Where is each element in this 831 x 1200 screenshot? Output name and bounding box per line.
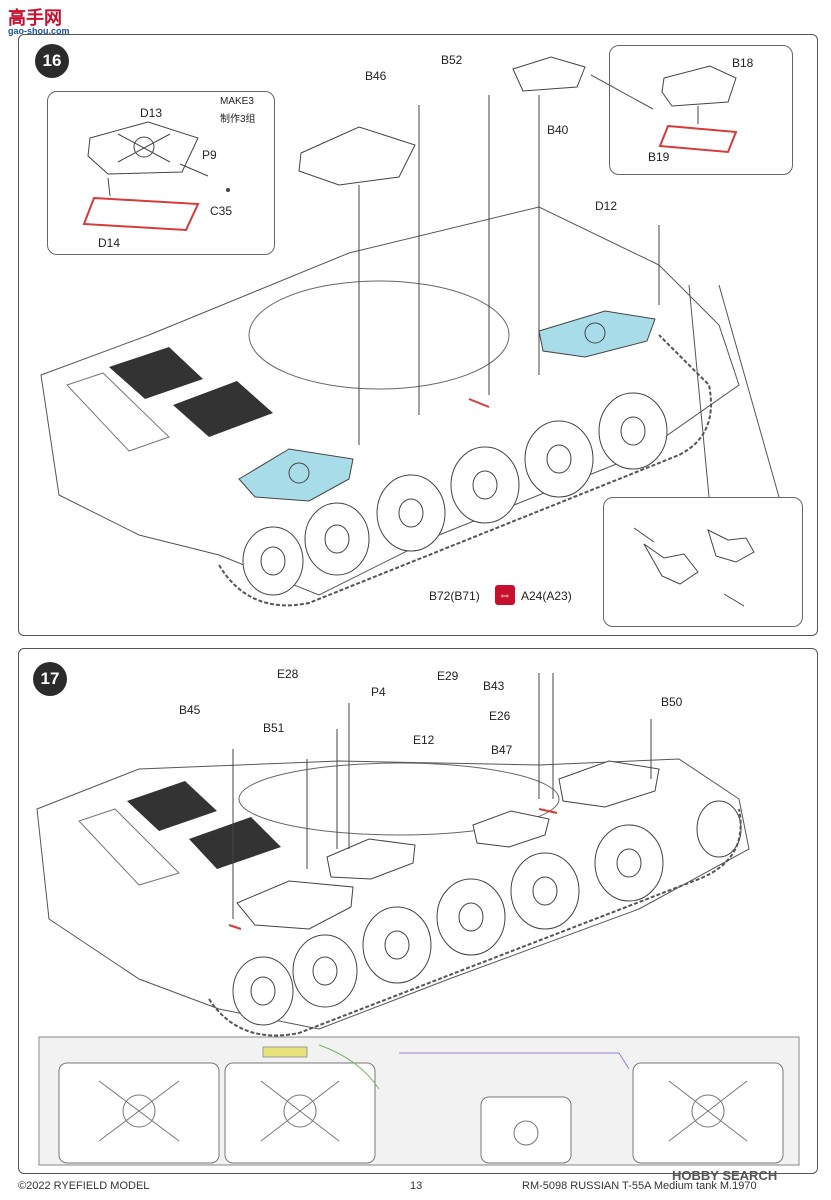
footer-page-number: 13	[410, 1180, 423, 1192]
label-b43: B43	[483, 679, 505, 693]
label-a24: A24(A23)	[521, 589, 572, 603]
label-b40: B40	[547, 123, 569, 137]
label-c35: C35	[210, 204, 233, 218]
bracket-drawing	[633, 527, 755, 607]
tank-hull-drawing-17	[36, 673, 800, 1166]
inset-rear-tank-detail: B18 B19	[609, 45, 793, 175]
watermark-url: gao-shou.com	[8, 26, 70, 36]
label-p4: P4	[371, 685, 386, 699]
tank-hull-drawing-16	[40, 56, 780, 607]
swap-icon: ⇔	[495, 585, 515, 605]
make-note-cn: 制作3组	[220, 114, 256, 125]
label-b46: B46	[365, 69, 387, 83]
label-b47: B47	[491, 743, 513, 757]
label-d13: D13	[140, 106, 163, 120]
label-e28: E28	[277, 667, 299, 681]
watermark-logo: 高手网	[8, 8, 62, 28]
label-e12: E12	[413, 733, 435, 747]
footer-copyright: ©2022 RYEFIELD MODEL	[18, 1180, 150, 1192]
label-b52: B52	[441, 53, 463, 67]
footer-title: RM-5098 RUSSIAN T-55A Medium tank M.1970	[522, 1180, 757, 1192]
watermark-hobby-search: HOBBY SEARCH	[672, 1168, 778, 1183]
label-p9: P9	[202, 148, 217, 162]
label-d12: D12	[595, 199, 618, 213]
inset-bracket-detail	[603, 497, 803, 627]
label-d14: D14	[98, 236, 121, 250]
step-number-badge: 16	[35, 44, 69, 78]
label-e26: E26	[489, 709, 511, 723]
label-b72: B72(B71)	[429, 589, 480, 603]
inset-fuel-tank-detail: MAKE3 制作3组 D13 P9 C35 D14	[47, 91, 275, 255]
step-number-badge: 17	[33, 662, 67, 696]
step-16-panel: 16 MAKE3 制作3组 D13 P9 C35 D14 B18 B19	[18, 34, 818, 636]
label-b45: B45	[179, 703, 201, 717]
label-b51: B51	[263, 721, 285, 735]
label-b50: B50	[661, 695, 683, 709]
label-e29: E29	[437, 669, 459, 683]
label-b19: B19	[648, 150, 670, 164]
step-17-panel: 17 E28 E29 P4 B43 B50 B45 B51 E12 E26 B4…	[18, 648, 818, 1174]
make-note: MAKE3	[220, 96, 254, 107]
fuel-tank-drawing	[82, 121, 230, 232]
rear-tank-drawing	[658, 65, 738, 154]
label-b18: B18	[732, 56, 754, 70]
